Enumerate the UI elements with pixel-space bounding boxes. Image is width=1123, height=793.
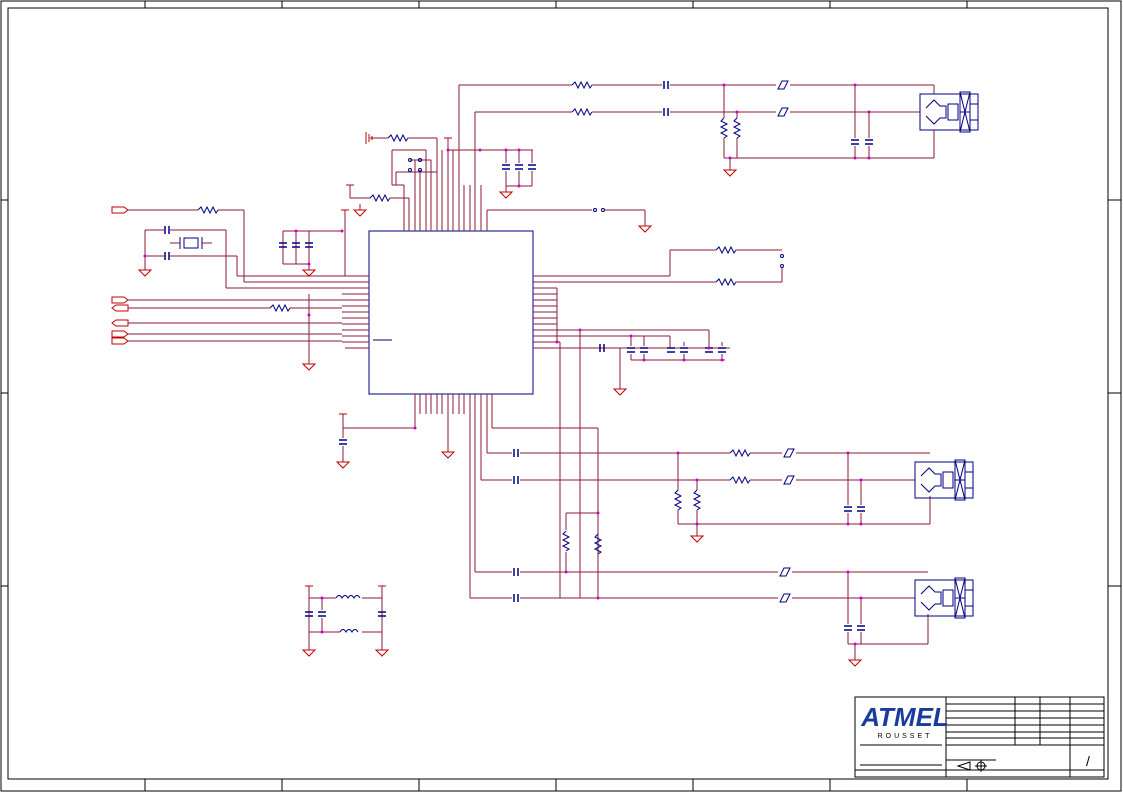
main-ic bbox=[368, 230, 534, 395]
audio-jack-icon bbox=[919, 91, 979, 133]
projection-symbol-icon bbox=[956, 760, 987, 772]
crystal-icon bbox=[170, 237, 212, 249]
title-block: ATMEL ROUSSET / bbox=[854, 696, 1105, 778]
right-mid-section bbox=[555, 246, 784, 598]
audio-jack-icon bbox=[914, 577, 974, 619]
mic-in-path bbox=[470, 511, 974, 667]
audio-jack-icon bbox=[914, 459, 974, 501]
inductor-icon bbox=[335, 595, 361, 633]
line-in-path bbox=[481, 427, 974, 598]
connector-icon bbox=[111, 206, 129, 345]
logo-subtext: ROUSSET bbox=[878, 733, 933, 740]
top-left-bias bbox=[341, 132, 652, 276]
power-filter bbox=[302, 585, 389, 657]
headphone-out-path bbox=[459, 80, 979, 177]
logo-text: ATMEL bbox=[860, 702, 949, 732]
sheet-mark: / bbox=[1086, 753, 1090, 769]
crystal-section bbox=[111, 206, 344, 371]
bottom-left-decoupling bbox=[336, 413, 455, 469]
